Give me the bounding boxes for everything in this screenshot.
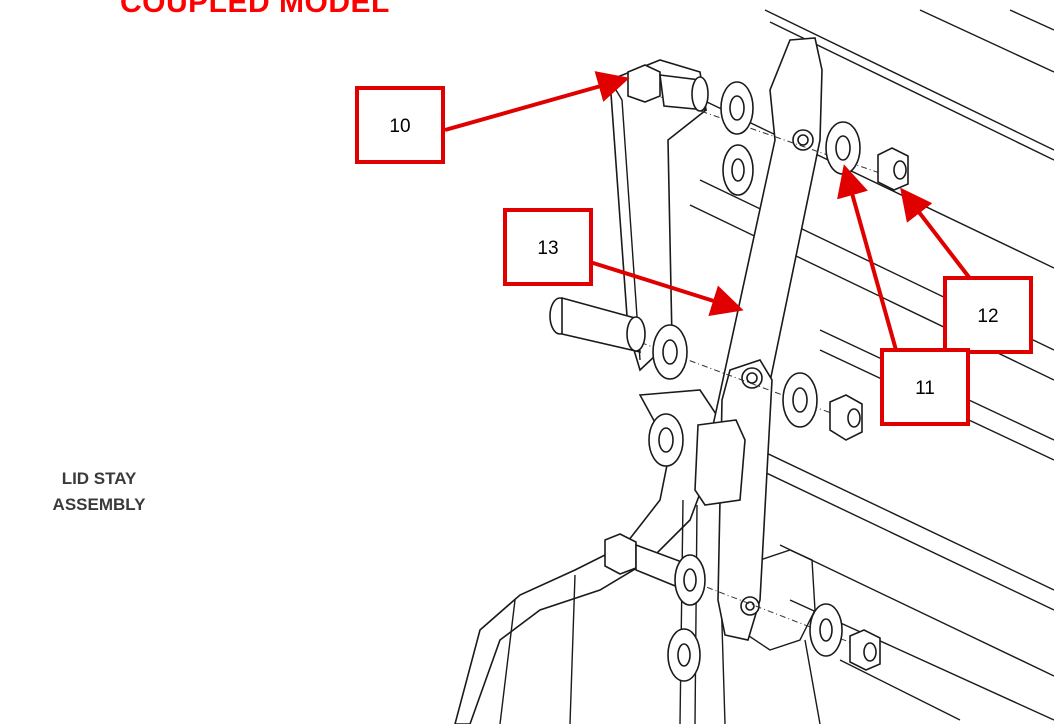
callout-13: 13 bbox=[503, 208, 593, 286]
leader-11 bbox=[837, 164, 898, 351]
assembly-caption: LID STAY ASSEMBLY bbox=[24, 466, 174, 518]
page-title: COUPLED MODEL bbox=[120, 0, 390, 19]
leader-13 bbox=[589, 260, 744, 317]
callout-12-label: 12 bbox=[977, 306, 998, 327]
caption-line-1: LID STAY bbox=[61, 469, 137, 488]
bottom-bolt-set bbox=[604, 533, 881, 682]
callout-leaders bbox=[444, 71, 977, 351]
leader-12 bbox=[900, 187, 977, 287]
callout-13-label: 13 bbox=[537, 238, 558, 259]
callout-10: 10 bbox=[355, 86, 445, 164]
middle-bolt-set bbox=[549, 296, 863, 467]
lid-stay-link bbox=[694, 37, 823, 641]
callout-12: 12 bbox=[943, 276, 1033, 354]
caption-line-2: ASSEMBLY bbox=[52, 495, 146, 514]
callout-10-label: 10 bbox=[389, 116, 410, 137]
callout-11: 11 bbox=[880, 348, 970, 426]
top-bolt-set bbox=[627, 64, 909, 196]
leader-10 bbox=[444, 71, 630, 132]
callout-11-label: 11 bbox=[915, 378, 935, 399]
